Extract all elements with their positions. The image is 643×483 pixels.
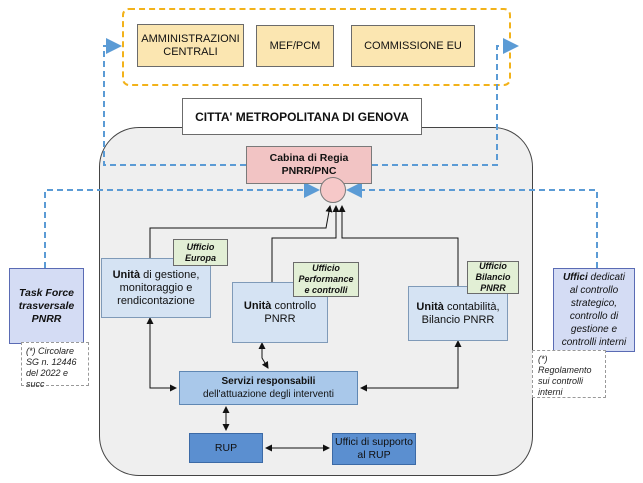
cabina-hub-circle bbox=[320, 177, 346, 203]
bilancio-line-1: Ufficio bbox=[479, 261, 507, 271]
unita-gestione-bold: Unità bbox=[112, 268, 141, 281]
supporto-line-2: al RUP bbox=[357, 449, 391, 461]
note-right-line-4: interni bbox=[538, 387, 563, 397]
commissione-label: COMMISSIONE EU bbox=[364, 40, 462, 52]
city-title: CITTA' METROPOLITANA DI GENOVA bbox=[195, 109, 409, 124]
uffici-dedicati-text: dedicati al controllo strategico, contro… bbox=[561, 272, 627, 348]
performance-line-3: e controlli bbox=[304, 285, 348, 295]
admin-line-2: CENTRALI bbox=[163, 45, 218, 58]
city-title-box: CITTA' METROPOLITANA DI GENOVA bbox=[182, 98, 422, 135]
note-left-line-2: SG n. 12446 bbox=[26, 357, 77, 367]
cabina-line-1: Cabina di Regia bbox=[269, 152, 349, 164]
unita-contabilita-box: Unità contabilità, Bilancio PNRR bbox=[408, 286, 508, 341]
note-right-line-3: sui controlli bbox=[538, 376, 584, 386]
bilancio-line-3: PNRR bbox=[480, 283, 506, 293]
unita-contabilita-text: contabilità, Bilancio PNRR bbox=[421, 300, 500, 326]
task-force-line-1: Task Force bbox=[18, 286, 75, 299]
unita-contabilita-bold: Unità bbox=[416, 300, 444, 313]
bilancio-line-2: Bilancio bbox=[475, 272, 511, 282]
unita-controllo-text: controllo PNRR bbox=[264, 299, 317, 325]
performance-line-1: Ufficio bbox=[312, 263, 340, 273]
admin-line-1: AMMINISTRAZIONI bbox=[141, 32, 240, 45]
servizi-bold: Servizi responsabili bbox=[221, 376, 316, 387]
note-left-line-1: (*) Circolare bbox=[26, 346, 75, 356]
uffici-dedicati-bold: Uffici bbox=[562, 272, 588, 283]
note-right-line-1: (*) bbox=[538, 354, 548, 364]
circolare-note: (*) Circolare SG n. 12446 del 2022 e suc… bbox=[21, 342, 89, 389]
europa-line-1: Ufficio bbox=[186, 241, 215, 252]
note-right-line-2: Regolamento bbox=[538, 365, 592, 375]
uffici-dedicati-box: Uffici dedicati al controllo strategico,… bbox=[553, 268, 635, 352]
note-left-line-4: succ bbox=[26, 379, 45, 389]
servizi-responsabili-box: Servizi responsabili dell'attuazione degl… bbox=[179, 371, 358, 405]
cabina-line-2: PNRR/PNC bbox=[281, 165, 337, 177]
rup-label: RUP bbox=[214, 442, 238, 454]
task-force-line-2: trasversale bbox=[18, 299, 75, 312]
rup-box: RUP bbox=[189, 433, 263, 463]
commissione-eu-box: COMMISSIONE EU bbox=[351, 25, 475, 67]
europa-line-2: Europa bbox=[184, 252, 216, 263]
servizi-text: dell'attuazione degli interventi bbox=[203, 389, 334, 400]
unita-gestione-box: Unità di gestione, monitoraggio e rendic… bbox=[101, 258, 211, 318]
regolamento-note: (*) Regolamento sui controlli interni bbox=[532, 350, 606, 398]
mef-label: MEF/PCM bbox=[269, 40, 321, 52]
unita-controllo-bold: Unità bbox=[243, 299, 272, 312]
mef-pcm-box: MEF/PCM bbox=[256, 25, 334, 67]
performance-line-2: Performance bbox=[298, 274, 354, 284]
note-left-line-3: del 2022 e bbox=[26, 368, 69, 378]
unita-gestione-text: di gestione, monitoraggio e rendicontazi… bbox=[117, 268, 200, 307]
task-force-line-3: PNRR bbox=[31, 312, 62, 325]
supporto-line-1: Uffici di supporto bbox=[334, 436, 413, 448]
unita-controllo-box: Unità controllo PNRR bbox=[232, 282, 328, 343]
